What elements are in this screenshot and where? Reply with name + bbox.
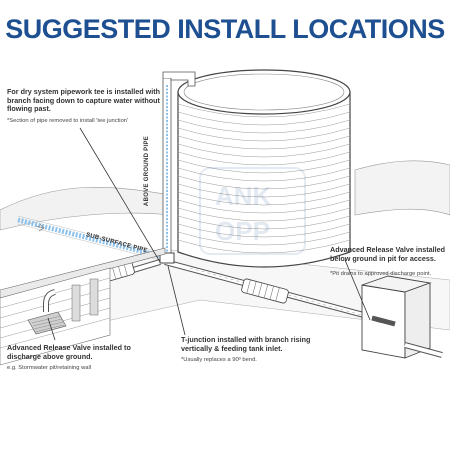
page-title: SUGGESTED INSTALL LOCATIONS bbox=[5, 14, 445, 44]
callout-t-junction-text: T-junction installed with branch rising … bbox=[181, 335, 311, 353]
callout-t-junction-note: *Usually replaces a 90º bend. bbox=[181, 357, 257, 364]
t-junction bbox=[159, 252, 175, 264]
watermark-text-bottom: OPP bbox=[215, 216, 270, 246]
callout-release-pit: Advanced Release Valve installed below g… bbox=[330, 245, 446, 278]
callout-dry-system: For dry system pipework tee is installed… bbox=[7, 87, 167, 125]
background-hills-right bbox=[354, 160, 450, 216]
left-discharge-outlet bbox=[27, 289, 67, 335]
callout-release-ground-note: e.g. Stormwater pit/retaining wall bbox=[7, 365, 92, 372]
watermark-logo bbox=[199, 167, 306, 255]
leader-lines bbox=[47, 127, 371, 341]
sub-surface-pipe bbox=[17, 217, 169, 261]
callout-release-ground-text: Advanced Release Valve installed to disc… bbox=[7, 343, 131, 361]
watermark-text-top: ANK bbox=[215, 181, 272, 211]
flow-arrow-icon bbox=[35, 223, 45, 232]
callout-t-junction: T-junction installed with branch rising … bbox=[181, 335, 311, 364]
callout-dry-system-note: *Section of pipe removed to install 'tee… bbox=[7, 117, 129, 124]
water-tank bbox=[177, 69, 351, 268]
callout-release-pit-text: Advanced Release Valve installed below g… bbox=[330, 245, 446, 263]
callout-release-ground: Advanced Release Valve installed to disc… bbox=[7, 343, 139, 372]
callout-release-pit-note: *Pit drains to approved discharge point. bbox=[330, 271, 432, 278]
callout-dry-system-text: For dry system pipework tee is installed… bbox=[7, 87, 160, 114]
valve-pit bbox=[361, 275, 443, 359]
above-ground-pipe-label: ABOVE GROUND PIPE bbox=[144, 135, 151, 207]
filter-assembly-right bbox=[241, 278, 289, 304]
